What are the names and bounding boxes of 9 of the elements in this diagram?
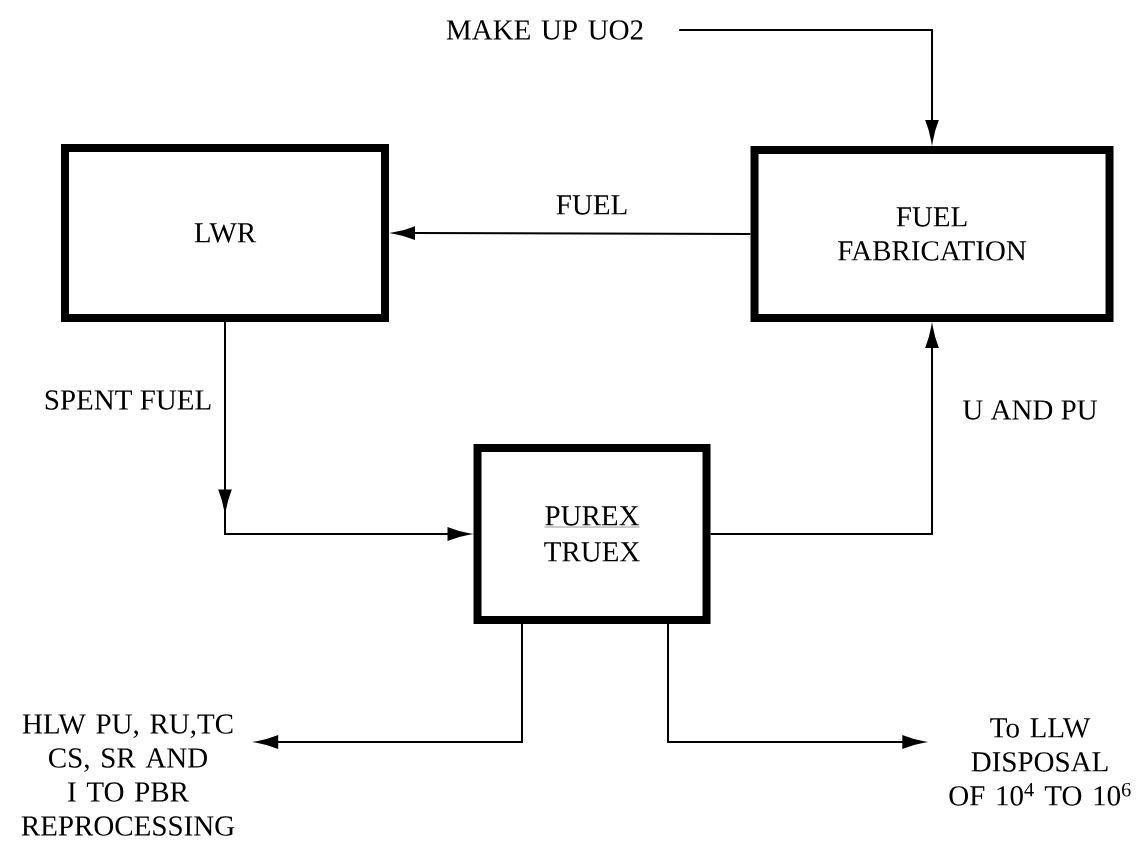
process-box: LWR — [61, 144, 389, 322]
edge-label: U AND PU — [960, 398, 1100, 422]
process-box: FUEL FABRICATION — [750, 146, 1114, 322]
flow-label: HLW PU, RU,TC CS, SR AND I TO PBR REPROCESSING — [21, 714, 235, 836]
process-box: PUREX TRUEX — [473, 444, 711, 624]
flow-label: To LLW DISPOSAL OF 10$^{4}$ TO 10$^{6}$ — [949, 718, 1131, 806]
edge-label: FUEL — [553, 193, 631, 217]
flow-label: MAKE UP UO2 — [446, 20, 643, 40]
edge-label: SPENT FUEL — [41, 388, 215, 412]
